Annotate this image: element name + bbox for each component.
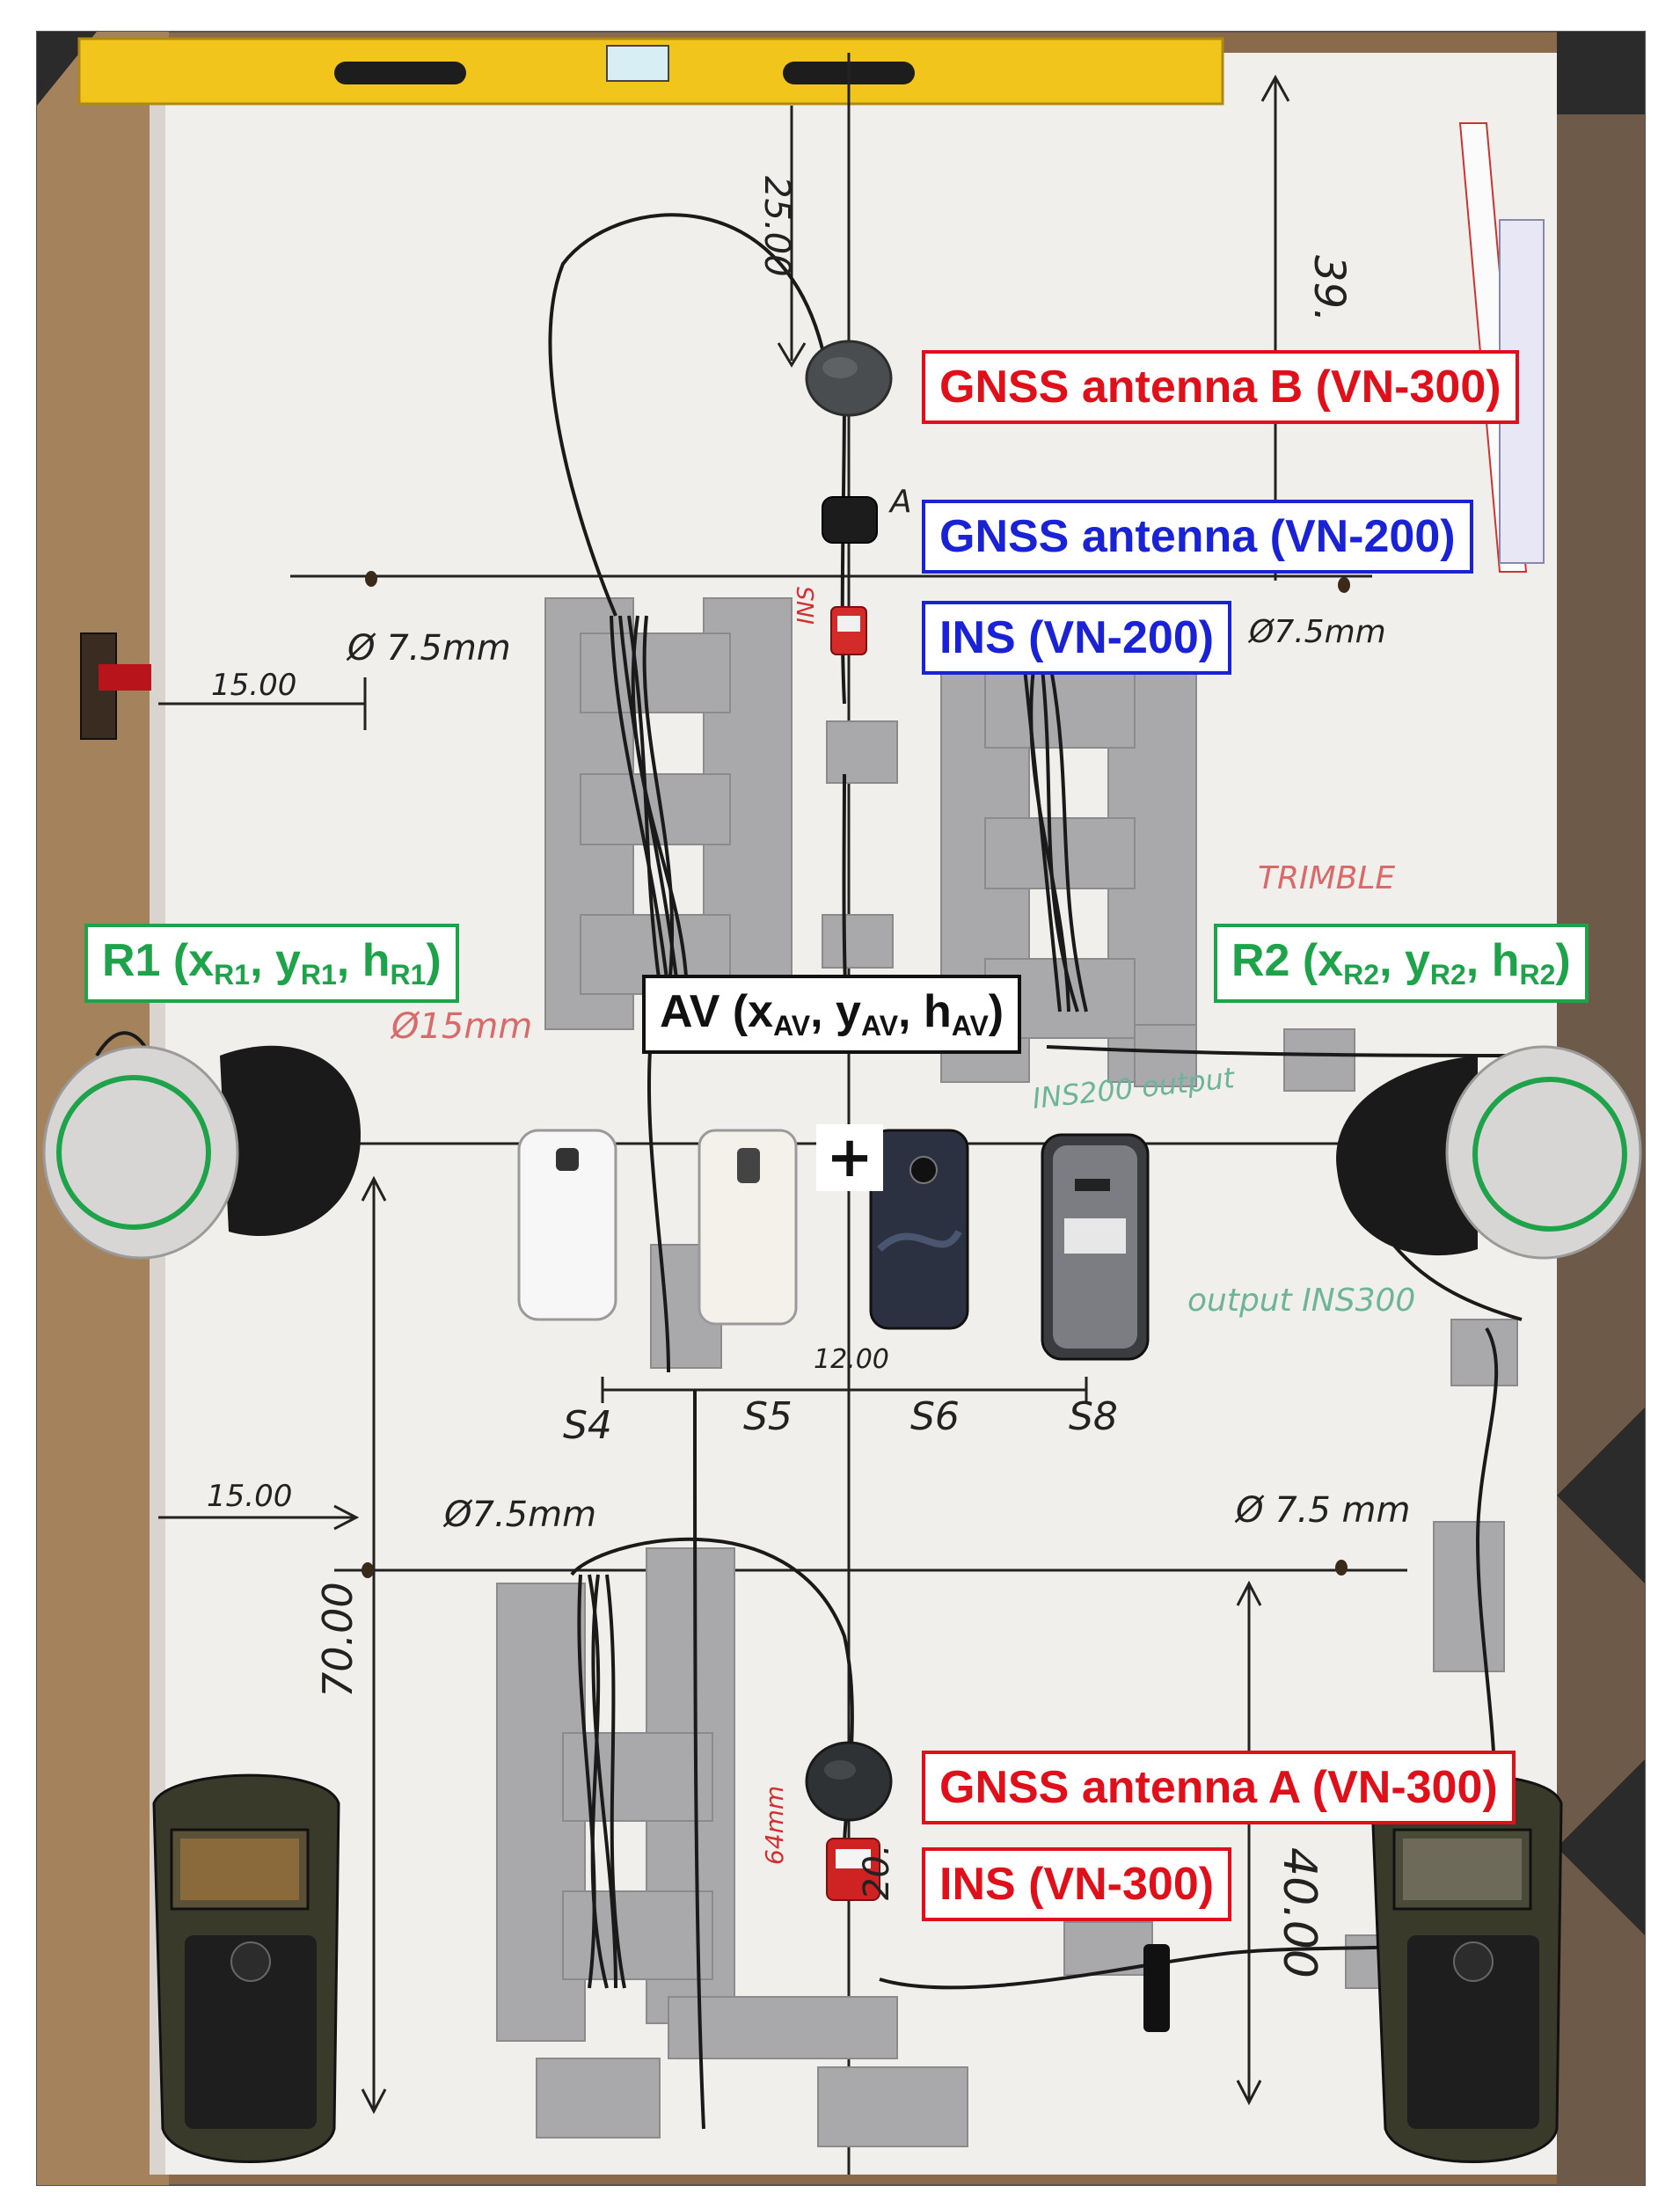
gnss-antenna-vn200-device xyxy=(822,496,878,544)
dim-25-label: 25.00 xyxy=(756,176,797,277)
r2-receiver xyxy=(1336,1045,1642,1260)
trimble-label: TRIMBLE xyxy=(1258,860,1395,896)
gnss-antenna-b-device xyxy=(805,340,893,417)
diameter-bottom-left-label: Ø7.5mm xyxy=(442,1495,596,1535)
gnss-antenna-a-device xyxy=(805,1741,893,1822)
callout-gnss-antenna-vn200: GNSS antenna (VN-200) xyxy=(922,500,1473,574)
av-text-end: ) xyxy=(988,986,1004,1037)
diameter-bottom-right-label: Ø 7.5 mm xyxy=(1234,1490,1410,1531)
label-ins: INS xyxy=(793,586,820,625)
phone-s8-label: S8 xyxy=(1069,1394,1118,1439)
diameter-15-label: Ø15mm xyxy=(390,1006,532,1047)
callout-gnss-antenna-a: GNSS antenna A (VN-300) xyxy=(922,1751,1516,1824)
r1-receiver xyxy=(42,1045,361,1260)
av-sub-y: AV xyxy=(860,1010,899,1042)
av-center-marker: + xyxy=(816,1124,883,1191)
smartphone-s6 xyxy=(869,1129,969,1330)
av-text-base: AV (x xyxy=(660,986,774,1037)
r2-text-h: , h xyxy=(1465,935,1520,986)
r1-sub-h: R1 xyxy=(390,959,427,991)
av-text-y: , y xyxy=(810,986,861,1037)
dim-12-label: 12.00 xyxy=(814,1344,889,1375)
diameter-top-right-label: Ø7.5mm xyxy=(1247,614,1386,650)
av-text-h: , h xyxy=(898,986,952,1037)
r2-sub-y: R2 xyxy=(1429,959,1466,991)
r2-sub-x: R2 xyxy=(1343,959,1380,991)
av-sub-h: AV xyxy=(951,1010,989,1042)
r1-text-h: , h xyxy=(336,935,391,986)
usb-connector xyxy=(1143,1944,1170,2032)
ins-vn200-device xyxy=(830,606,867,655)
r1-text-end: ) xyxy=(426,935,442,986)
drill-holes xyxy=(362,571,1350,1578)
diameter-top-left-label: Ø 7.5mm xyxy=(346,628,511,669)
phone-s5-label: S5 xyxy=(743,1394,793,1439)
r2-text-base: R2 (x xyxy=(1231,935,1344,986)
smartphone-s5 xyxy=(698,1129,798,1326)
label-64mm: 64mm xyxy=(760,1786,789,1865)
r2-sub-h: R2 xyxy=(1519,959,1556,991)
smartphone-s8 xyxy=(1041,1133,1150,1361)
callout-av: AV (xAV, yAV, hAV) xyxy=(642,975,1022,1054)
label-a: A xyxy=(888,484,912,520)
r1-sub-x: R1 xyxy=(214,959,251,991)
dim-20-label: 20. xyxy=(857,1844,897,1900)
r1-sub-y: R1 xyxy=(300,959,337,991)
callout-gnss-antenna-b: GNSS antenna B (VN-300) xyxy=(922,350,1519,424)
trimble-controller-left xyxy=(152,1773,340,2163)
dim-40-label: 40.00 xyxy=(1273,1847,1326,1978)
smartphone-s4 xyxy=(517,1129,617,1321)
phone-s6-label: S6 xyxy=(910,1394,960,1439)
r1-text-y: , y xyxy=(250,935,301,986)
ins-vn300-device xyxy=(826,1838,880,1901)
dim-15-bottom-label: 15.00 xyxy=(207,1479,292,1514)
callout-r2: R2 (xR2, yR2, hR2) xyxy=(1214,924,1589,1003)
callout-ins-vn200: INS (VN-200) xyxy=(922,601,1232,675)
dim-15-top-label: 15.00 xyxy=(211,668,296,703)
trimble-controller-right xyxy=(1370,1773,1563,2163)
dim-70-label: 70.00 xyxy=(314,1582,362,1698)
callout-r1: R1 (xR1, yR1, hR1) xyxy=(84,924,459,1003)
cables xyxy=(95,213,1558,2130)
spirit-level xyxy=(77,37,1224,106)
r2-text-y: , y xyxy=(1379,935,1430,986)
av-sub-x: AV xyxy=(773,1010,811,1042)
r1-text-base: R1 (x xyxy=(102,935,215,986)
r2-text-end: ) xyxy=(1555,935,1571,986)
dim-39-label: 39. xyxy=(1304,255,1354,322)
red-plug xyxy=(99,664,151,691)
output-ins300-label: output INS300 xyxy=(1187,1283,1415,1319)
phone-s4-label: S4 xyxy=(563,1403,612,1448)
callout-ins-vn300: INS (VN-300) xyxy=(922,1847,1232,1921)
